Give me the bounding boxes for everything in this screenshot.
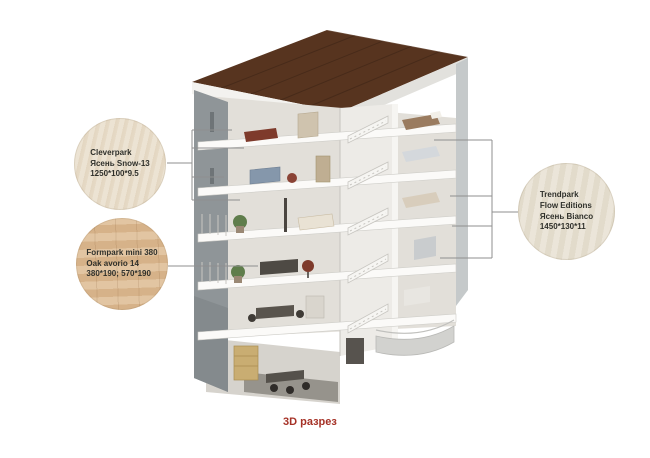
material-finish: Ясень Snow-13	[90, 158, 150, 168]
material-finish: Ясень Bianco	[539, 211, 594, 221]
material-swatch-trendpark: Trendpark Flow Editions Ясень Bianco 145…	[518, 163, 615, 260]
wall-window-slit	[210, 168, 214, 184]
material-name: Formpark mini 380	[86, 247, 158, 257]
floor-slabs	[197, 123, 457, 341]
balconies	[201, 214, 455, 356]
callout-lines	[167, 129, 518, 267]
view-caption: 3D разрез	[283, 416, 337, 428]
wall-window-slit	[210, 112, 214, 132]
material-swatch-cleverpark: Cleverpark Ясень Snow-13 1250*100*9.5	[74, 118, 166, 210]
stair-doorway	[346, 338, 364, 364]
material-name: Trendpark	[539, 189, 579, 199]
material-size: 1250*100*9.5	[90, 169, 139, 179]
furniture	[231, 111, 442, 402]
material-size: 1450*130*11	[539, 222, 586, 232]
material-name: Cleverpark	[90, 147, 132, 157]
material-collection: Flow Editions	[539, 200, 592, 210]
material-size: 380*190; 570*190	[86, 269, 151, 279]
material-finish: Oak avorio 14	[86, 258, 139, 268]
material-swatch-formpark: Formpark mini 380 Oak avorio 14 380*190;…	[76, 218, 168, 310]
balcony-plant	[233, 215, 247, 229]
balcony-plant	[231, 265, 245, 279]
staircase	[346, 115, 389, 364]
